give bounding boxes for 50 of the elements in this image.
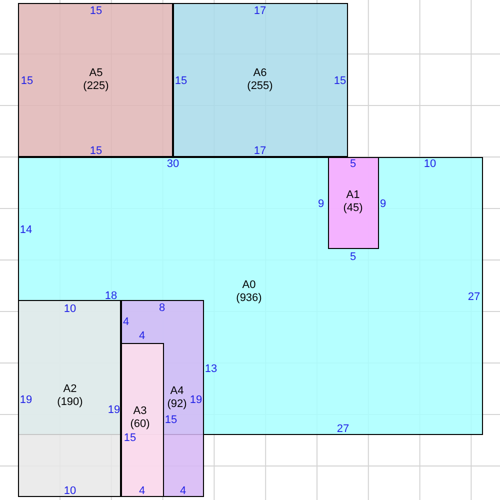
dimension-label: 8: [158, 302, 166, 314]
area-rectangle: [173, 3, 348, 157]
area-name: A2: [62, 383, 78, 396]
dimension-label: 4: [122, 316, 130, 328]
dimension-label: 15: [90, 5, 102, 17]
dimension-label: 4: [180, 485, 186, 497]
area-name: A1: [345, 189, 361, 202]
area-value: (225): [83, 80, 109, 93]
dimension-label: 19: [190, 394, 202, 406]
area-value: (936): [236, 292, 262, 305]
dimension-label: 10: [64, 485, 76, 497]
dimension-label: 15: [124, 432, 136, 444]
area-rectangle: [328, 157, 379, 249]
area-name: A3: [132, 405, 148, 418]
area-value: (60): [130, 418, 150, 431]
area-value: (45): [343, 202, 363, 215]
area-value: (255): [247, 80, 273, 93]
dimension-label: 4: [138, 485, 146, 497]
dimension-label: 15: [174, 75, 188, 87]
dimension-label: 9: [380, 198, 386, 210]
dimension-label: 18: [104, 290, 118, 302]
dimension-label: 9: [318, 198, 324, 210]
dimension-label: 5: [350, 158, 356, 170]
area-name: A0: [241, 279, 257, 292]
dimension-label: 27: [468, 291, 480, 303]
area-rectangle: [121, 300, 204, 497]
dimension-label: 15: [20, 75, 34, 87]
dimension-label: 15: [90, 145, 102, 157]
dimension-label: 27: [336, 423, 350, 435]
dimension-label: 5: [350, 251, 356, 263]
dimension-label: 15: [164, 414, 178, 426]
dimension-label: 14: [20, 224, 32, 236]
area-rectangle: [18, 3, 173, 157]
dimension-label: 13: [204, 363, 218, 375]
area-value: (190): [57, 396, 83, 409]
dimension-label: 10: [64, 303, 76, 315]
area-value: (92): [167, 398, 187, 411]
dimension-label: 19: [108, 404, 120, 416]
dimension-label: 19: [20, 394, 32, 406]
dimension-label: 4: [138, 330, 146, 342]
dimension-label: 10: [424, 158, 436, 170]
area-rectangle: [18, 300, 121, 497]
area-rectangle: [121, 343, 164, 497]
dimension-label: 15: [334, 75, 346, 87]
dimension-label: 17: [254, 5, 266, 17]
area-name: A6: [252, 67, 268, 80]
dimension-label: 30: [166, 158, 180, 170]
area-name: A4: [169, 385, 185, 398]
area-name: A5: [88, 67, 104, 80]
dimension-label: 17: [254, 145, 266, 157]
